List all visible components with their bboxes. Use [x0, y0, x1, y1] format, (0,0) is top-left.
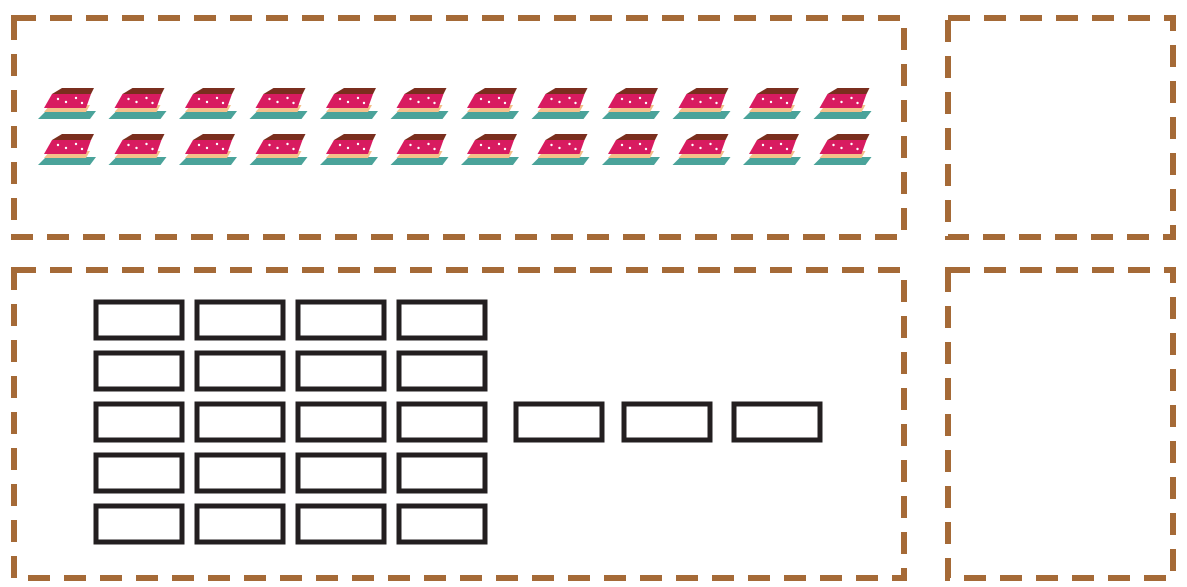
- cake-icon: [38, 134, 96, 165]
- grid-box: [93, 350, 185, 392]
- cake-icon: [108, 134, 167, 165]
- cake-icon: [461, 134, 519, 165]
- top-right-answer-panel: [945, 15, 1176, 240]
- cake-icon: [743, 88, 801, 119]
- bottom-right-answer-panel: [945, 267, 1176, 581]
- grid-box: [295, 350, 387, 392]
- cake-panel: [11, 15, 907, 240]
- grid-box: [396, 452, 488, 494]
- grid-box: [194, 452, 286, 494]
- grid-box: [93, 299, 185, 341]
- cake-icon: [672, 134, 731, 165]
- grid-box: [295, 452, 387, 494]
- grid-box: [194, 299, 286, 341]
- grid-box: [194, 503, 286, 545]
- grid-box: [396, 503, 488, 545]
- extra-box: [513, 401, 605, 443]
- grid-box: [93, 503, 185, 545]
- cake-icon: [38, 88, 96, 119]
- grid-box: [396, 401, 488, 443]
- grid-box: [396, 299, 488, 341]
- grid-box: [194, 401, 286, 443]
- grid-box: [295, 299, 387, 341]
- cake-icon: [108, 88, 167, 119]
- cake-icon: [390, 88, 449, 119]
- cake-icon: [461, 88, 519, 119]
- cake-icon: [320, 134, 378, 165]
- cake-icon: [672, 88, 731, 119]
- cake-icon: [813, 88, 872, 119]
- grid-box: [194, 350, 286, 392]
- cake-icon: [813, 134, 872, 165]
- grid-box: [295, 401, 387, 443]
- cake-icon: [249, 88, 308, 119]
- extra-boxes: [513, 401, 823, 443]
- cake-icon: [531, 88, 590, 119]
- box-grid-panel: [11, 267, 907, 581]
- extra-box: [731, 401, 823, 443]
- cake-icon: [179, 88, 237, 119]
- cake-icon: [390, 134, 449, 165]
- cake-icon: [179, 134, 237, 165]
- box-grid: [93, 299, 488, 545]
- cake-icon: [531, 134, 590, 165]
- cake-icon: [602, 88, 660, 119]
- cake-icon: [320, 88, 378, 119]
- grid-box: [396, 350, 488, 392]
- extra-box: [621, 401, 713, 443]
- cake-icon: [743, 134, 801, 165]
- cake-group: [38, 88, 872, 165]
- cake-icon: [249, 134, 308, 165]
- grid-box: [93, 452, 185, 494]
- grid-box: [295, 503, 387, 545]
- cake-icon: [602, 134, 660, 165]
- grid-box: [93, 401, 185, 443]
